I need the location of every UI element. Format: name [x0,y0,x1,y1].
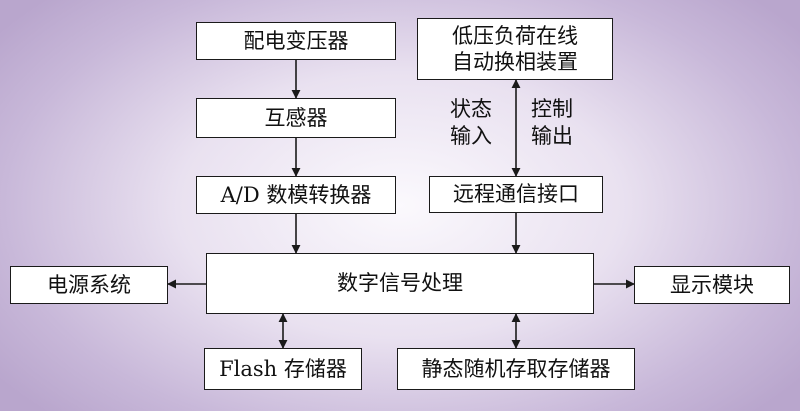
transformer-block: 配电变压器 [196,22,396,60]
power-system-block: 电源系统 [10,266,168,304]
control-output-line-1: 控制 [531,97,573,121]
display-module-block: 显示模块 [634,266,790,304]
control-output-label: 控制 输出 [531,96,573,151]
remote-comm-block: 远程通信接口 [429,176,603,213]
control-output-line-2: 输出 [531,124,573,149]
dsp-block: 数字信号处理 [206,253,594,314]
sram-block: 静态随机存取存储器 [397,348,635,390]
ad-converter-block: A/D 数模转换器 [196,176,396,214]
state-input-line-1: 状态 [450,97,492,121]
mutual-inductor-block: 互感器 [196,98,396,138]
phase-device-line-2: 自动换相装置 [452,50,578,74]
phase-device-block: 低压负荷在线 自动换相装置 [417,18,613,80]
state-input-label: 状态 输入 [450,96,492,151]
state-input-line-2: 输入 [450,124,492,149]
phase-device-line-1: 低压负荷在线 [452,23,578,48]
flash-storage-block: Flash 存储器 [204,348,362,390]
